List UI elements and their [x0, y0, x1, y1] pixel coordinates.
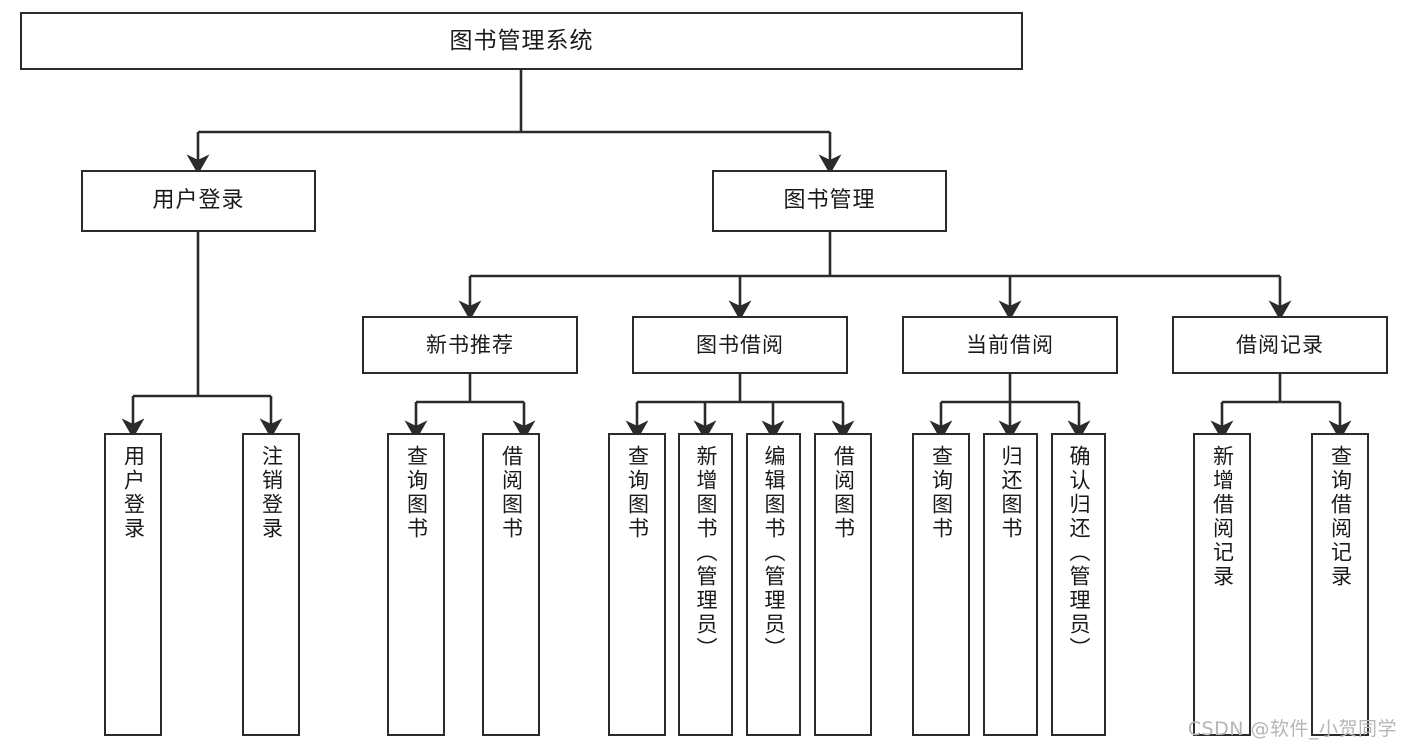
node-label: 编辑图书（管理员） — [762, 445, 786, 661]
leaf-current-query-book[interactable]: 查询图书 — [912, 433, 970, 736]
leaf-borrow-edit-book-admin[interactable]: 编辑图书（管理员） — [746, 433, 801, 736]
node-book-borrow[interactable]: 图书借阅 — [632, 316, 848, 374]
node-label: 借阅记录 — [1236, 332, 1324, 357]
node-root-system[interactable]: 图书管理系统 — [20, 12, 1023, 70]
node-label: 用户登录 — [152, 188, 245, 213]
leaf-borrow-query-book[interactable]: 查询图书 — [608, 433, 666, 736]
leaf-user-login-signin[interactable]: 用户登录 — [104, 433, 162, 736]
node-label: 查询借阅记录 — [1328, 445, 1353, 589]
leaf-borrow-add-book-admin[interactable]: 新增图书（管理员） — [678, 433, 733, 736]
leaf-borrow-borrow-book[interactable]: 借阅图书 — [814, 433, 872, 736]
node-new-book-recommend[interactable]: 新书推荐 — [362, 316, 578, 374]
node-label: 归还图书 — [999, 445, 1023, 541]
node-label: 查询图书 — [404, 445, 429, 541]
node-label: 图书借阅 — [696, 332, 784, 357]
node-label: 借阅图书 — [831, 445, 856, 541]
leaf-record-query-record[interactable]: 查询借阅记录 — [1311, 433, 1369, 736]
node-label: 查询图书 — [625, 445, 650, 541]
node-current-borrow[interactable]: 当前借阅 — [902, 316, 1118, 374]
node-label: 用户登录 — [121, 445, 146, 541]
leaf-recommend-query-book[interactable]: 查询图书 — [387, 433, 445, 736]
csdn-watermark: CSDN @软件_小贺同学 — [1187, 718, 1397, 740]
node-label: 借阅图书 — [499, 445, 524, 541]
node-label: 查询图书 — [929, 445, 954, 541]
node-label: 新书推荐 — [426, 332, 514, 357]
node-label: 图书管理 — [783, 188, 876, 213]
node-label: 确认归还（管理员） — [1067, 445, 1091, 661]
leaf-recommend-borrow-book[interactable]: 借阅图书 — [482, 433, 540, 736]
node-label: 新增图书（管理员） — [694, 445, 718, 661]
node-borrow-record[interactable]: 借阅记录 — [1172, 316, 1388, 374]
node-label: 注销登录 — [259, 445, 284, 541]
node-book-management[interactable]: 图书管理 — [712, 170, 947, 232]
leaf-current-return-book[interactable]: 归还图书 — [983, 433, 1038, 736]
node-label: 当前借阅 — [966, 332, 1054, 357]
node-label: 新增借阅记录 — [1210, 445, 1235, 589]
leaf-user-login-signout[interactable]: 注销登录 — [242, 433, 300, 736]
node-user-login[interactable]: 用户登录 — [81, 170, 316, 232]
leaf-record-add-record[interactable]: 新增借阅记录 — [1193, 433, 1251, 736]
leaf-current-confirm-return-admin[interactable]: 确认归还（管理员） — [1051, 433, 1106, 736]
node-label: 图书管理系统 — [449, 27, 594, 54]
